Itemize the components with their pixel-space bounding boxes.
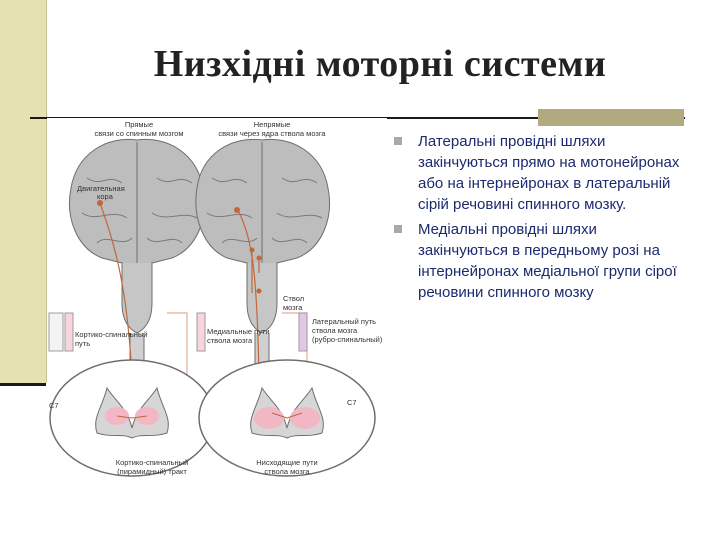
label-corticospinal-path-2: путь (75, 339, 90, 348)
label-motor-cortex-2: кора (97, 192, 114, 201)
label-c7-right: C7 (347, 398, 357, 407)
spinal-section-left (49, 359, 215, 477)
bullet-list: Латеральні провідні шляхи закінчуються п… (394, 131, 684, 307)
label-brainstem-1: Ствол (283, 294, 304, 303)
sidebar-rule (0, 383, 46, 386)
label-direct-2: связи со спинным мозгом (94, 129, 183, 138)
square-bullet-icon (394, 137, 402, 145)
label-direct-1: Прямые (125, 120, 153, 129)
sidebar-divider (46, 0, 47, 383)
label-pyramidal-tract-1: Кортико-спинальный (116, 458, 189, 467)
bullet-item: Латеральні провідні шляхи закінчуються п… (394, 131, 684, 215)
square-bullet-icon (394, 225, 402, 233)
label-brainstem-2: мозга (283, 303, 303, 312)
sidebar-strip (0, 0, 46, 383)
label-descending-paths-1: Нисходящие пути (256, 458, 318, 467)
label-pyramidal-tract-2: (пирамидный) тракт (117, 467, 187, 476)
label-lateral-path-2: ствола мозга (312, 326, 358, 335)
spinal-section-right (198, 359, 376, 477)
label-descending-paths-2: ствола мозга (264, 467, 310, 476)
label-c7-left: C7 (49, 401, 59, 410)
label-medial-paths-1: Медиальные пути (207, 327, 270, 336)
bullet-item: Медіальні провідні шляхи закінчуються в … (394, 219, 684, 303)
label-indirect-1: Непрямые (254, 120, 291, 129)
title-rule-accent (538, 109, 684, 126)
label-motor-cortex-1: Двигательная (77, 184, 125, 193)
label-lateral-path-3: (рубро-спинальный) (312, 335, 383, 344)
bullet-text: Медіальні провідні шляхи закінчуються в … (418, 221, 677, 301)
label-indirect-2: связи через ядра ствола мозга (218, 129, 326, 138)
label-lateral-path-1: Латеральный путь (312, 317, 376, 326)
label-corticospinal-path-1: Кортико-спинальный (75, 330, 148, 339)
label-medial-paths-2: ствола мозга (207, 336, 253, 345)
pathway-nodes (97, 200, 262, 294)
bullet-text: Латеральні провідні шляхи закінчуються п… (418, 133, 680, 213)
motor-pathways-figure: Прямые связи со спинным мозгом Непрямые … (47, 118, 387, 480)
slide-title: Низхідні моторні системи (153, 43, 607, 85)
